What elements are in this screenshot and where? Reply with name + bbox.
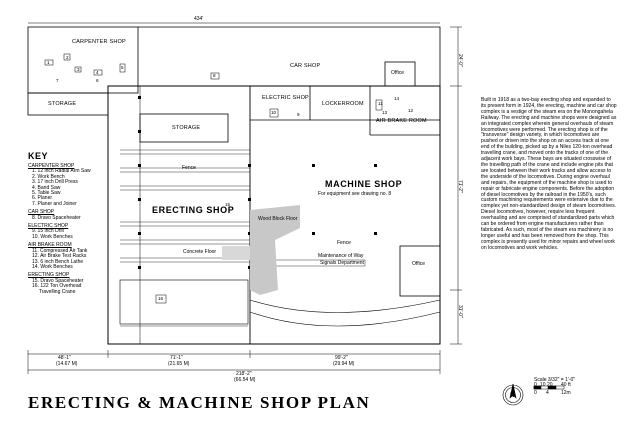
- erecting-bay-tracks: [119, 149, 250, 327]
- callout-7: 7: [56, 78, 59, 83]
- key-item: 16. 122 Ton Overhead: [32, 283, 82, 290]
- key-group-air-brake: AIR BRAKE ROOM: [28, 242, 72, 249]
- key-item: 12. Air Brake Test Racks: [32, 253, 87, 260]
- key-group-erecting: ERECTING SHOP: [28, 272, 70, 279]
- key-group-car: CAR SHOP: [28, 209, 55, 216]
- dim-total-m: (66.54 M): [234, 377, 256, 383]
- scale-tick-m: 12m: [561, 390, 571, 396]
- callout-14: 14: [394, 96, 400, 101]
- north-arrow: [502, 383, 524, 406]
- office-top-label: Office: [391, 70, 404, 76]
- north-label: N: [510, 393, 515, 399]
- key-item: 5. Table Saw: [32, 190, 61, 197]
- car-shop-label: CAR SHOP: [290, 63, 321, 69]
- key-item: 13. 6 inch Bench Lathe: [32, 258, 84, 265]
- callout-4: 4: [96, 70, 99, 75]
- wood-block-floor-label: Wood Block Floor: [258, 216, 298, 222]
- machine-shop-note: For equipment see drawing no. 8: [318, 191, 392, 197]
- key-item: 11. Compressed Air Tank: [32, 247, 88, 254]
- maintenance-label-1: Maintenance of Way: [318, 253, 364, 259]
- key-item: 7. Planer and Joiner: [32, 200, 77, 207]
- scale-tick-m: 4: [546, 390, 549, 396]
- key-group-carpenter: CARPENTER SHOP: [28, 163, 75, 169]
- key-item: 3. 17 inch Drill Press: [32, 179, 78, 186]
- dim-right-top: 24'-0": [457, 54, 463, 67]
- callout-2: 2: [66, 55, 69, 60]
- carpenter-shop-outline: [27, 26, 139, 94]
- key-heading: KEY: [28, 151, 49, 161]
- callout-12: 12: [408, 108, 414, 113]
- erecting-shop-label: ERECTING SHOP: [152, 205, 235, 215]
- dimension-lines: [27, 22, 462, 374]
- main-building-outline: [107, 85, 441, 345]
- concrete-floor-area: [222, 246, 250, 260]
- callout-1: 1: [47, 60, 50, 65]
- electric-shop-label: ELECTRIC SHOP: [262, 95, 309, 101]
- callout-11: 11: [378, 101, 383, 106]
- scale-bar: [533, 385, 565, 390]
- key-group-electric: ELECTRIC SHOP: [28, 223, 69, 230]
- callout-10: 10: [271, 110, 277, 115]
- scale-tick-m: 0: [534, 390, 537, 396]
- dim-seg2-m: (21.65 M): [168, 361, 190, 367]
- callout-13: 13: [382, 110, 388, 115]
- office-bottom-label: Office: [412, 261, 425, 267]
- dim-seg1-m: (14.67 M): [56, 361, 78, 367]
- office-bottom-outline: [399, 245, 441, 297]
- callout-9: 9: [297, 112, 300, 117]
- dim-top-overall: 434': [194, 16, 204, 22]
- concrete-floor-label: Concrete Floor: [183, 249, 217, 255]
- scale-label: Scale 3/32" = 1'-0": [534, 377, 576, 383]
- structural-columns: [138, 96, 377, 269]
- equipment-symbols: [44, 53, 383, 304]
- key-item: 2. Work Bench: [32, 173, 65, 180]
- car-shop-outline: [138, 26, 441, 87]
- scale-tick: 40 ft: [561, 382, 571, 388]
- air-brake-room-label: AIR BRAKE ROOM: [376, 118, 427, 124]
- plan-title: ERECTING & MACHINE SHOP PLAN: [28, 393, 371, 412]
- scale-tick: 0: [534, 382, 537, 388]
- dim-seg1-ft: 48'-1": [58, 355, 71, 361]
- callout-3: 3: [77, 67, 80, 72]
- callout-16: 16: [158, 296, 164, 301]
- equipment-key: KEY CARPENTER SHOP 1. 12 inch Radial Arm…: [28, 152, 128, 295]
- history-description: Built in 1918 as a two-bay erecting shop…: [481, 97, 617, 251]
- key-item: 10. Work Benches: [32, 233, 73, 240]
- storage-center-outline: [139, 113, 229, 143]
- key-item: 1. 12 inch Radial Arm Saw: [32, 168, 91, 175]
- callout-15: 15: [225, 202, 231, 207]
- key-item: 6. Planer: [32, 195, 53, 202]
- storage-center-label: STORAGE: [172, 125, 201, 131]
- callout-5: 5: [121, 65, 124, 70]
- dim-total-ft: 218'-2": [236, 371, 252, 377]
- key-item: 4. Band Saw: [32, 184, 61, 191]
- key-item: 14. Work Benches: [32, 263, 73, 270]
- machine-shop-label: MACHINE SHOP: [325, 179, 403, 189]
- scale-tick: 20: [547, 382, 553, 388]
- storage-left-label: STORAGE: [48, 101, 77, 107]
- dim-seg3-m: (29.94 M): [333, 361, 355, 367]
- dim-seg3-ft: 99'-2": [335, 355, 348, 361]
- dim-seg2-ft: 71'-1": [170, 355, 183, 361]
- office-top-outline: [384, 61, 416, 87]
- key-item: 15. Dravo Spaceheater: [32, 277, 84, 284]
- carpenter-shop-label: CARPENTER SHOP: [72, 39, 126, 45]
- dim-right-mid: 71'-2": [457, 180, 463, 193]
- scale-tick: 10: [540, 382, 546, 388]
- key-item: 9. 15 inch Drill: [32, 228, 64, 235]
- dim-right-bot: 31'-0": [457, 305, 463, 318]
- wood-block-floor-area: [250, 205, 300, 295]
- callout-8: 8: [213, 73, 216, 78]
- maintenance-label-2: Signals Department: [320, 260, 364, 266]
- key-item: Travelling Crane: [32, 288, 76, 295]
- fence-lower-label: Fence: [337, 240, 351, 246]
- plan-walls: [27, 26, 441, 345]
- callout-6: 6: [96, 78, 99, 83]
- key-item: 8. Dravo Spaceheater: [32, 214, 81, 221]
- fence-upper-label: Fence: [182, 165, 196, 171]
- lockerroom-label: LOCKERROOM: [322, 101, 364, 107]
